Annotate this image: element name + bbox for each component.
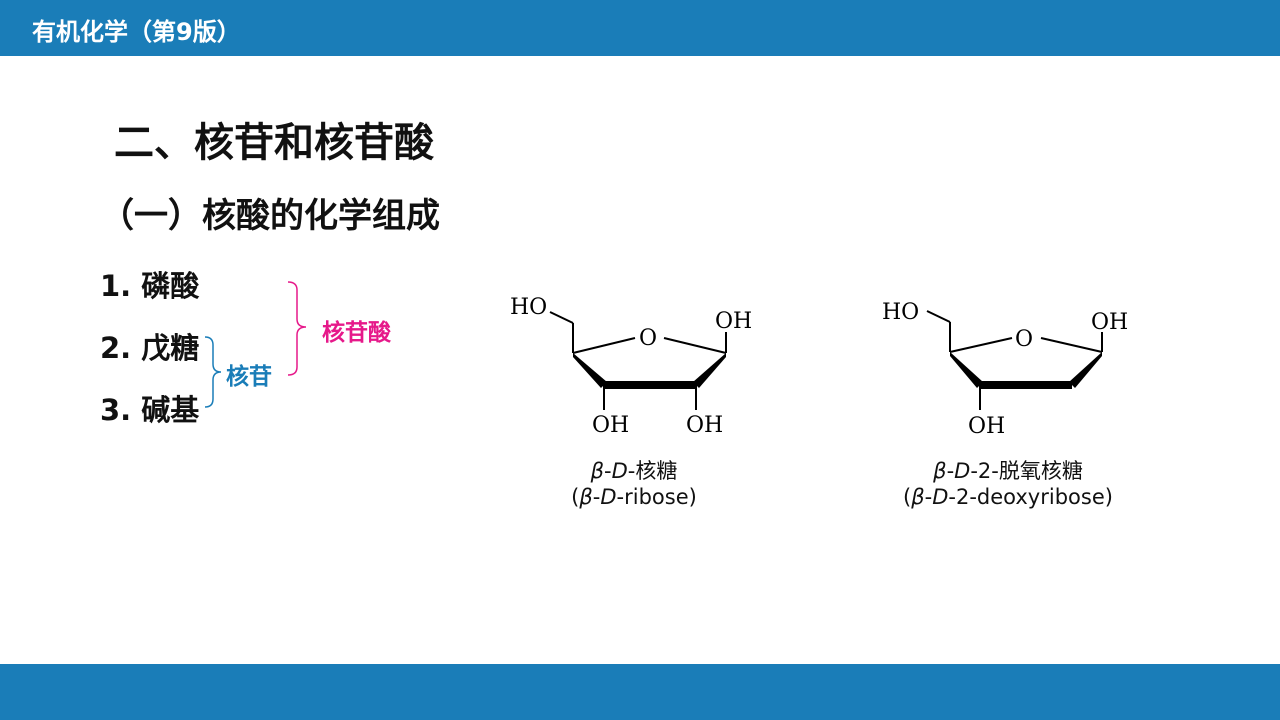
deoxyribose-structure: HO O OH OH bbox=[882, 300, 1128, 439]
subsection-title: （一）核酸的化学组成 bbox=[100, 196, 440, 236]
footer-bar bbox=[0, 664, 1280, 720]
deoxyribose-atom-o: O bbox=[1015, 327, 1033, 352]
deoxyribose-caption-cn: β-D-2-脱氧核糖 bbox=[933, 459, 1083, 483]
deoxyribose-caption: β-D-2-脱氧核糖 (β-D-2-deoxyribose) bbox=[878, 455, 1138, 509]
ribose-structure: HO O OH OH OH bbox=[510, 295, 752, 438]
ribose-atom-ho: HO bbox=[510, 295, 547, 320]
ribose-caption: β-D-核糖 (β-D-ribose) bbox=[500, 455, 768, 509]
deoxyribose-atom-ho: HO bbox=[882, 300, 919, 325]
component-base: 3. 碱基 bbox=[100, 393, 200, 427]
ribose-caption-en: (β-D-ribose) bbox=[571, 485, 697, 509]
nucleotide-brace bbox=[287, 281, 307, 376]
ribose-caption-cn: β-D-核糖 bbox=[590, 459, 678, 483]
section-title: 二、核苷和核苷酸 bbox=[114, 120, 434, 166]
ribose-atom-oh-c2: OH bbox=[686, 413, 723, 438]
nucleotide-label: 核苷酸 bbox=[322, 320, 391, 346]
course-title: 有机化学（第9版） bbox=[32, 18, 241, 46]
component-pentose: 2. 戊糖 bbox=[100, 331, 200, 365]
nucleoside-label: 核苷 bbox=[226, 364, 272, 390]
component-phosphoric-acid: 1. 磷酸 bbox=[100, 269, 200, 303]
ribose-atom-oh-right: OH bbox=[715, 309, 752, 334]
deoxyribose-caption-en: (β-D-2-deoxyribose) bbox=[903, 485, 1113, 509]
ribose-atom-o: O bbox=[639, 326, 657, 351]
header-bar: 有机化学（第9版） bbox=[0, 0, 1280, 56]
deoxyribose-atom-oh-c3: OH bbox=[968, 414, 1005, 439]
nucleoside-brace bbox=[204, 336, 222, 408]
deoxyribose-atom-oh-right: OH bbox=[1091, 310, 1128, 335]
ribose-atom-oh-c3: OH bbox=[592, 413, 629, 438]
